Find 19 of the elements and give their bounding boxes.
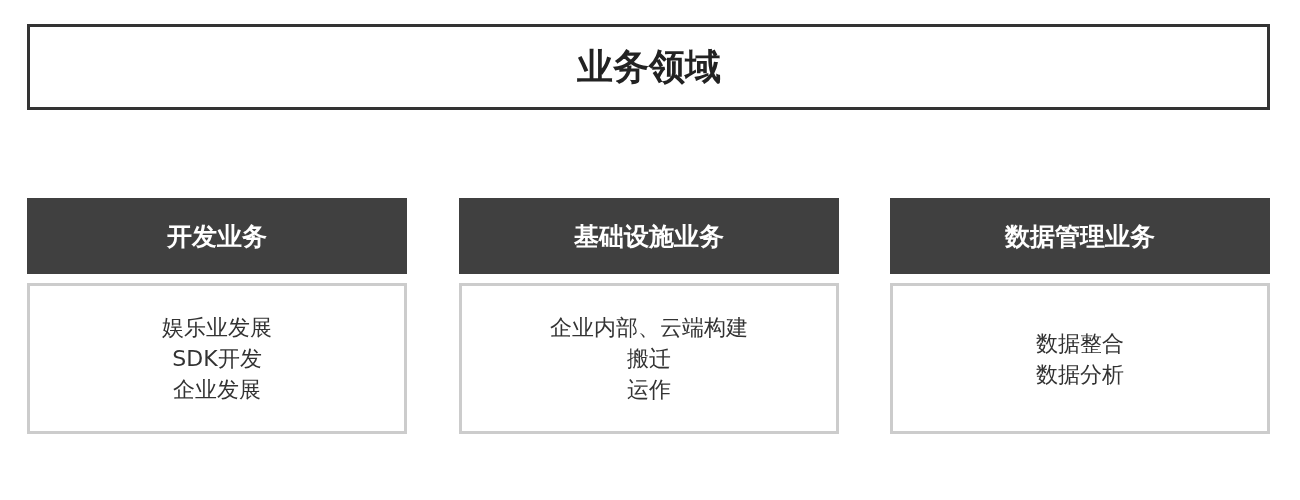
title-text: 业务领域 bbox=[576, 44, 721, 89]
list-item: 搬迁 bbox=[627, 345, 671, 373]
header-text: 基础设施业务 bbox=[574, 220, 724, 253]
list-item: 数据整合 bbox=[1036, 329, 1124, 358]
list-item: 运作 bbox=[627, 376, 671, 404]
header-bar bbox=[459, 198, 839, 274]
header-bar bbox=[27, 198, 407, 274]
header-bar bbox=[890, 198, 1270, 274]
title-box bbox=[27, 24, 1270, 110]
list-item: 娱乐业发展 bbox=[162, 314, 272, 342]
list-item: 企业内部、云端构建 bbox=[550, 314, 748, 342]
list-item: SDK开发 bbox=[172, 345, 262, 373]
list-item: 企业发展 bbox=[173, 376, 261, 404]
list-box bbox=[459, 283, 839, 434]
list-box bbox=[890, 283, 1270, 434]
list-item: 数据分析 bbox=[1036, 360, 1124, 389]
header-text: 数据管理业务 bbox=[1005, 220, 1155, 253]
header-text: 开发业务 bbox=[167, 220, 267, 253]
list-box bbox=[27, 283, 407, 434]
